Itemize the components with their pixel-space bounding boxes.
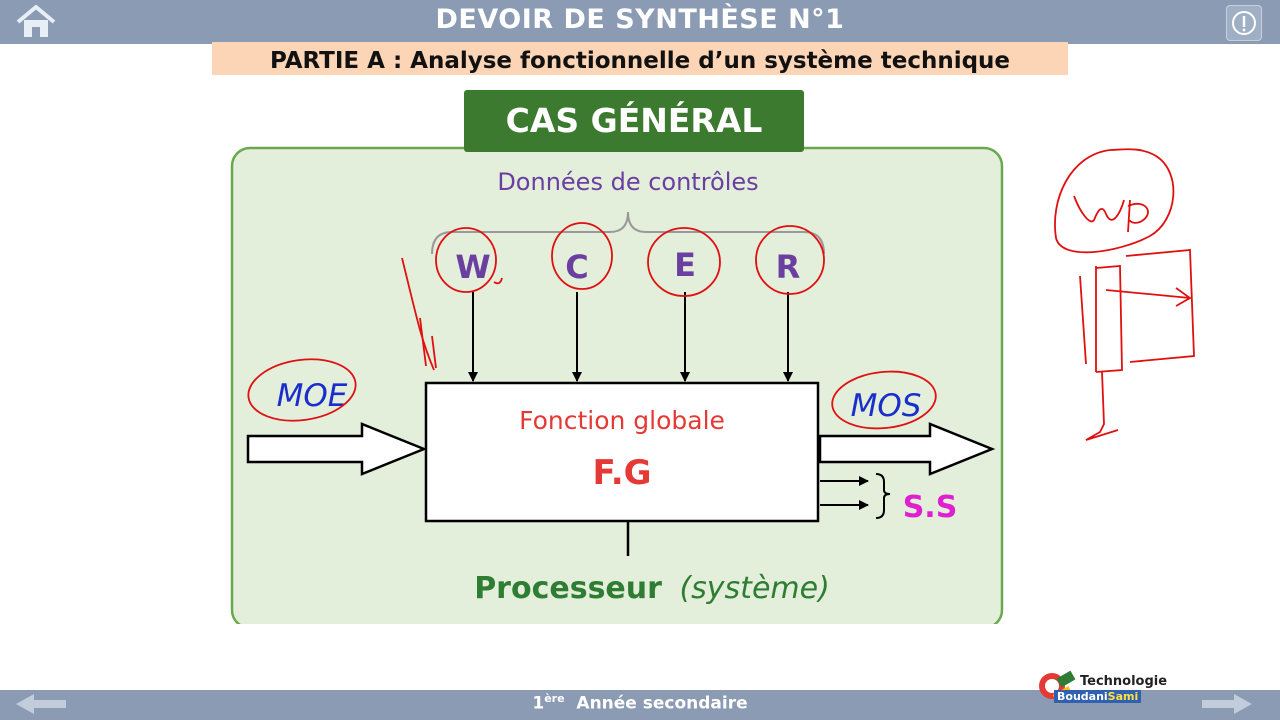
top-bar <box>0 0 1280 44</box>
processor-caption: Processeur (système) <box>474 571 830 606</box>
function-abbr: F.G <box>592 453 651 493</box>
logo-line2: BoudaniSami <box>1054 690 1142 703</box>
home-icon <box>16 5 56 37</box>
footer-level-text: Année secondaire <box>576 693 748 714</box>
page-title: DEVOIR DE SYNTHÈSE N°1 <box>435 4 845 35</box>
logo-line1: Technologie <box>1080 674 1168 689</box>
control-e: E <box>674 246 696 284</box>
handwritten-annotations <box>247 148 1195 441</box>
technologie-logo: Technologie BoudaniSami <box>1036 668 1167 708</box>
processor-label: Processeur <box>474 571 662 606</box>
output-label: MOS <box>851 388 922 424</box>
input-label: MOE <box>277 378 348 414</box>
secondary-brace <box>875 473 891 519</box>
input-arrow <box>246 422 428 476</box>
section-subtitle: PARTIE A : Analyse fonctionnelle d’un sy… <box>212 42 1068 75</box>
case-title-tab <box>464 90 804 152</box>
output-arrow <box>818 422 996 476</box>
footer-caption: 1ère Année secondaire <box>0 692 1280 714</box>
control-data-title: Données de contrôles <box>497 168 758 196</box>
control-c: C <box>565 248 588 286</box>
control-r: R <box>776 248 801 286</box>
logo-line2b: Sami <box>1107 690 1139 703</box>
footer-level-number: 1 <box>532 693 545 714</box>
home-button[interactable] <box>14 4 58 40</box>
info-icon <box>1232 11 1256 35</box>
next-button[interactable] <box>1200 692 1254 716</box>
arrow-left-icon <box>16 694 66 714</box>
footer-level-sup: ère <box>544 692 565 705</box>
processor-note: (système) <box>679 571 829 606</box>
info-button[interactable] <box>1226 5 1262 41</box>
function-box <box>424 381 820 523</box>
control-brace <box>431 211 825 255</box>
case-title: CAS GÉNÉRAL <box>506 100 763 140</box>
secondary-label: S.S <box>903 490 958 525</box>
logo-line2a: Boudani <box>1057 690 1108 703</box>
functional-diagram: CAS GÉNÉRAL Données de contrôles W C E R… <box>230 90 1195 630</box>
previous-button[interactable] <box>14 692 68 716</box>
control-w: W <box>455 248 490 286</box>
function-label: Fonction globale <box>519 406 725 435</box>
arrow-right-icon <box>1202 694 1252 714</box>
